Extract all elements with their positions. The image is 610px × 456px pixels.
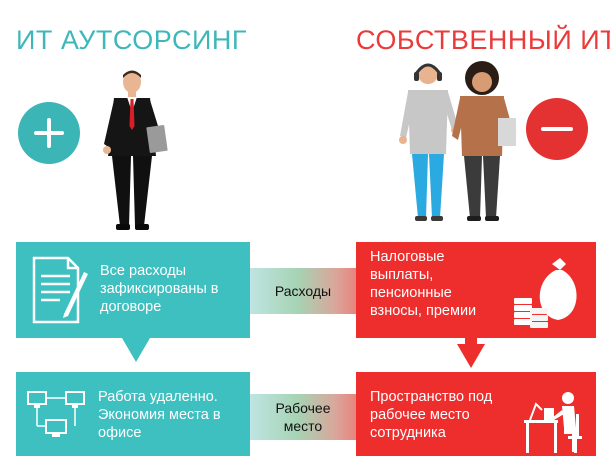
plus-icon — [18, 102, 80, 164]
outsourcing-title: ИТ АУТСОРСИНГ — [16, 25, 248, 55]
contract-icon — [32, 256, 88, 324]
outsourcing-workplace-text: Работа удаленно. Экономия места в офисе — [98, 389, 221, 441]
down-arrow-right-icon — [457, 344, 485, 368]
own-it-title: СОБСТВЕННЫЙ ИТ — [356, 25, 610, 55]
costs-connector-label: Расходы — [250, 268, 356, 314]
outsourcing-costs-text: Все расходы зафиксированы в договоре — [100, 263, 219, 315]
money-bag-icon — [514, 258, 577, 328]
businessman-illustration — [103, 70, 168, 230]
own-costs-text: Налоговые выплаты, пенсионные взносы, пр… — [370, 249, 477, 319]
own-costs-card: Налоговые выплаты, пенсионные взносы, пр… — [356, 242, 596, 338]
office-worker-icon — [524, 392, 582, 453]
own-workplace-card: Пространство под рабочее место сотрудник… — [356, 372, 596, 456]
minus-icon — [526, 98, 588, 160]
down-arrow-stem-right — [465, 338, 477, 348]
own-workplace-text: Пространство под рабочее место сотрудник… — [370, 389, 493, 441]
employees-illustration — [399, 61, 516, 221]
outsourcing-workplace-card: Работа удаленно. Экономия места в офисе — [16, 372, 250, 456]
down-arrow-left-icon — [122, 338, 150, 362]
network-computers-icon — [27, 391, 85, 437]
workplace-connector-label: Рабочее место — [250, 394, 356, 440]
outsourcing-costs-card: Все расходы зафиксированы в договоре — [16, 242, 250, 338]
